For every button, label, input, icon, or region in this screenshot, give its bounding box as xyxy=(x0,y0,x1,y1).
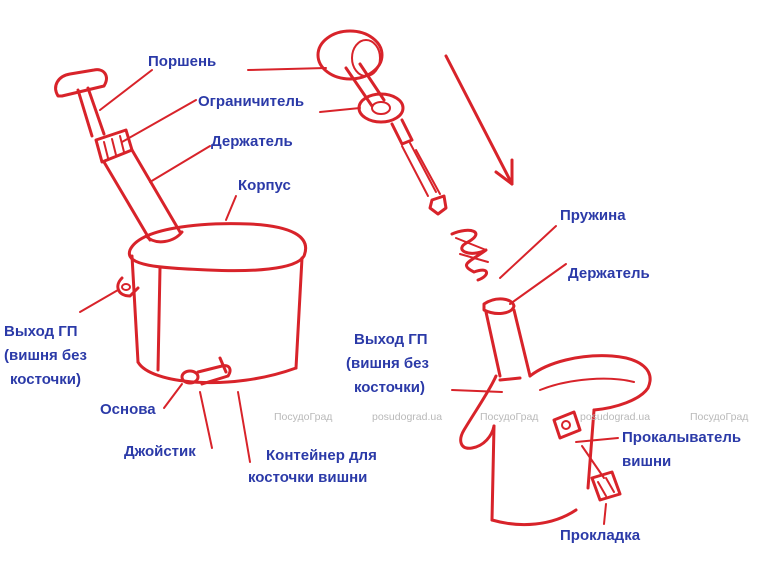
holder-neck xyxy=(482,297,532,378)
exploded-parts xyxy=(316,29,652,527)
watermark-4: posudograd.ua xyxy=(580,411,651,423)
label-holder-right: Держатель xyxy=(568,265,650,282)
body-shell xyxy=(116,222,308,385)
watermark-5: ПосудоГрад xyxy=(690,411,749,423)
spring-coil xyxy=(450,228,489,282)
label-gasket: Прокладка xyxy=(560,527,641,544)
gasket-part xyxy=(590,470,622,502)
label-piercer-1: Прокалыватель xyxy=(622,429,742,446)
label-spring: Пружина xyxy=(560,207,626,224)
label-outlet-left-1: Выход ГП xyxy=(4,323,78,340)
watermark-2: posudograd.ua xyxy=(372,411,443,423)
label-outlet-right-3: косточки) xyxy=(354,379,425,396)
label-container-2: косточки вишни xyxy=(248,469,368,486)
label-body: Корпус xyxy=(238,177,291,194)
pitter-head xyxy=(459,354,652,527)
label-piercer-2: вишни xyxy=(622,453,672,470)
label-limiter: Ограничитель xyxy=(198,93,305,110)
label-outlet-left-3: косточки) xyxy=(10,371,81,388)
limiter-ring xyxy=(94,128,134,164)
label-container-1: Контейнер для xyxy=(266,447,377,464)
plunger-rod xyxy=(390,118,448,216)
direction-arrow xyxy=(444,54,514,186)
leader-lines xyxy=(79,67,619,525)
piston-handle xyxy=(54,68,108,138)
label-outlet-left-2: (вишня без xyxy=(4,347,87,364)
watermark-3: ПосудоГрад xyxy=(480,411,539,423)
joystick-knob xyxy=(180,356,232,386)
assembled-device xyxy=(54,68,308,386)
label-outlet-right-1: Выход ГП xyxy=(354,331,428,348)
label-holder-left: Держатель xyxy=(211,133,293,150)
watermark-1: ПосудоГрад xyxy=(274,411,333,423)
label-piston: Поршень xyxy=(148,53,217,70)
holder-tube xyxy=(102,148,184,244)
label-base: Основа xyxy=(100,401,156,418)
label-outlet-right-2: (вишня без xyxy=(346,355,429,372)
label-joystick: Джойстик xyxy=(124,443,196,460)
